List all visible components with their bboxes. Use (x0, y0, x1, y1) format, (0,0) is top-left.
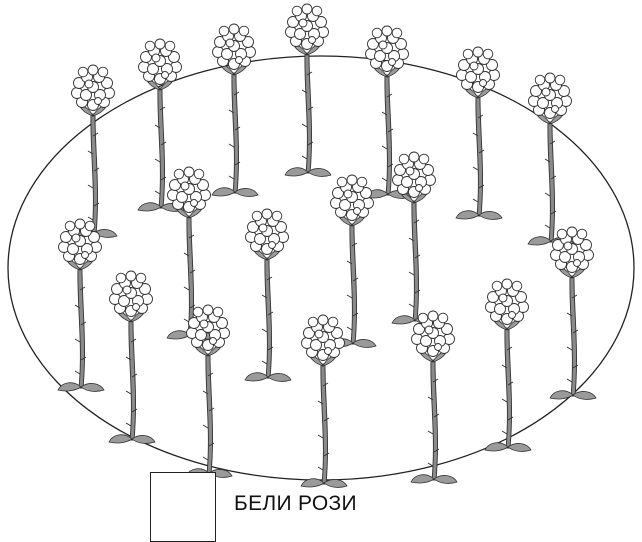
rose-icon (485, 279, 531, 451)
rose-icon (58, 219, 104, 391)
rose-icon (456, 47, 502, 219)
field-oval (8, 56, 634, 480)
rose-icon (411, 311, 457, 483)
rose-icon (71, 65, 117, 237)
rose-icon (109, 271, 155, 443)
rose-icon (301, 315, 347, 487)
rose-icon (285, 4, 331, 176)
answer-box[interactable] (150, 472, 216, 542)
rose-icon (528, 73, 574, 245)
rose-icon (212, 24, 258, 196)
answer-label: БЕЛИ РОЗИ (234, 492, 357, 516)
rose-icon (245, 209, 291, 381)
rose-icon (186, 305, 232, 477)
rose-icon (392, 152, 438, 324)
rose-icon (550, 227, 596, 399)
